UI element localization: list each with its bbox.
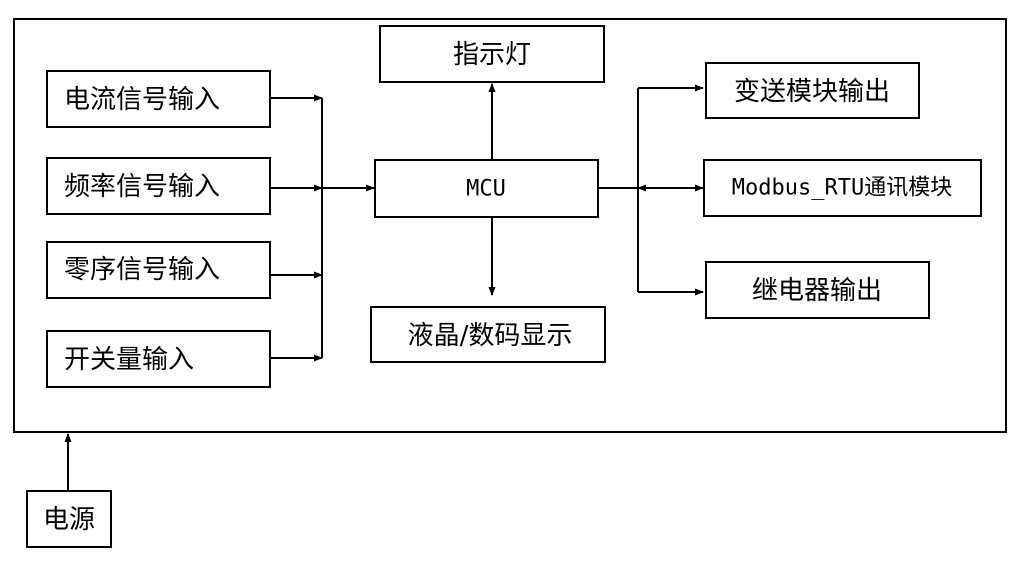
input-switch-block: 开关量输入 [46,330,271,388]
modbus-module-block: Modbus_RTU通讯模块 [703,159,982,217]
input-switch-label: 开关量输入 [64,345,194,375]
device-enclosure [13,18,1007,433]
transmitter-output-block: 变送模块输出 [705,62,920,119]
input-current-label: 电流信号输入 [64,85,220,115]
display-block: 液晶/数码显示 [370,306,606,363]
input-frequency-label: 频率信号输入 [64,172,220,202]
indicator-label: 指示灯 [453,40,531,70]
power-block: 电源 [26,490,112,548]
input-current-block: 电流信号输入 [46,70,271,128]
modbus-module-label: Modbus_RTU通讯模块 [732,176,952,201]
relay-output-label: 继电器输出 [752,276,882,306]
input-zero-sequence-block: 零序信号输入 [46,241,271,299]
mcu-label: MCU [466,177,506,202]
indicator-block: 指示灯 [379,25,605,83]
input-frequency-block: 频率信号输入 [46,157,271,215]
input-zero-sequence-label: 零序信号输入 [64,255,220,285]
power-label: 电源 [43,505,95,535]
mcu-block: MCU [374,159,599,218]
transmitter-output-label: 变送模块输出 [734,77,890,107]
relay-output-block: 继电器输出 [705,261,930,319]
display-label: 液晶/数码显示 [408,321,573,351]
